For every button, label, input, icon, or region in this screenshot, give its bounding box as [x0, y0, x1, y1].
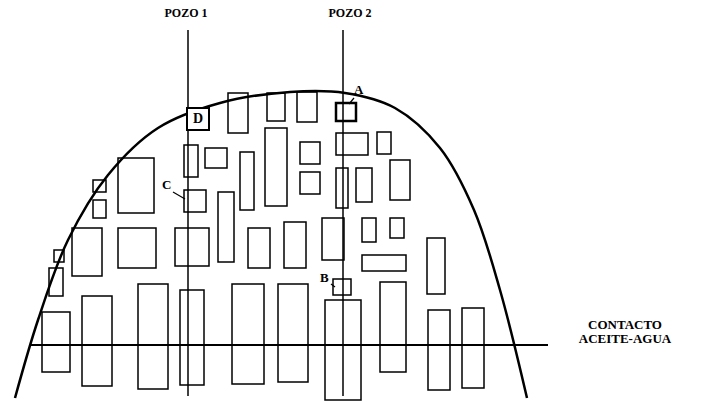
callout-letter: B	[320, 271, 329, 285]
block-letter: D	[193, 112, 203, 126]
marked-block: D	[186, 107, 210, 131]
sand-block	[118, 228, 156, 268]
sand-block	[300, 142, 320, 164]
sand-block	[218, 192, 234, 262]
sand-block	[180, 290, 204, 385]
sand-block	[278, 284, 308, 382]
sand-block	[333, 279, 351, 295]
sand-block	[72, 228, 102, 276]
sand-block	[356, 168, 372, 202]
sand-block	[184, 145, 198, 177]
sand-block	[362, 255, 406, 271]
sand-block	[336, 168, 348, 208]
sand-block	[390, 160, 410, 200]
sand-block	[205, 148, 227, 168]
sand-block	[377, 132, 391, 154]
sand-block	[42, 312, 70, 372]
sand-block	[265, 128, 287, 206]
sand-block	[336, 133, 368, 155]
well-line	[342, 30, 344, 396]
sand-block	[138, 284, 168, 389]
leader-line	[173, 192, 185, 199]
sand-block	[93, 200, 106, 218]
sand-block	[232, 284, 264, 384]
sand-block	[462, 308, 484, 388]
sand-block	[427, 238, 445, 294]
leader-line	[331, 284, 335, 287]
contact-label: CONTACTO ACEITE-AGUA	[569, 318, 681, 347]
sand-block	[300, 172, 320, 194]
leader-line	[349, 98, 354, 104]
sand-block	[267, 93, 285, 121]
sand-block	[284, 222, 306, 268]
sand-block	[380, 282, 406, 372]
sand-block	[248, 228, 270, 268]
sand-block	[336, 103, 356, 121]
sand-block	[390, 218, 404, 238]
callout-letter: A	[354, 83, 363, 97]
sand-block	[428, 310, 450, 390]
sand-block	[240, 152, 254, 210]
sand-block	[175, 228, 209, 266]
contact-line	[30, 344, 548, 346]
sand-block	[82, 296, 112, 386]
sand-block	[228, 93, 248, 133]
sand-block	[54, 250, 64, 262]
sand-block	[49, 268, 63, 296]
well-name: POZO 2	[328, 7, 371, 20]
callout-letter: C	[162, 178, 171, 192]
sand-block	[322, 218, 344, 260]
sand-block	[297, 92, 317, 122]
sand-block	[93, 180, 106, 192]
sand-block	[118, 158, 154, 213]
anticline-curve	[15, 91, 527, 398]
sand-block	[362, 218, 376, 242]
well-line	[187, 30, 189, 396]
well-name: POZO 1	[164, 7, 207, 20]
